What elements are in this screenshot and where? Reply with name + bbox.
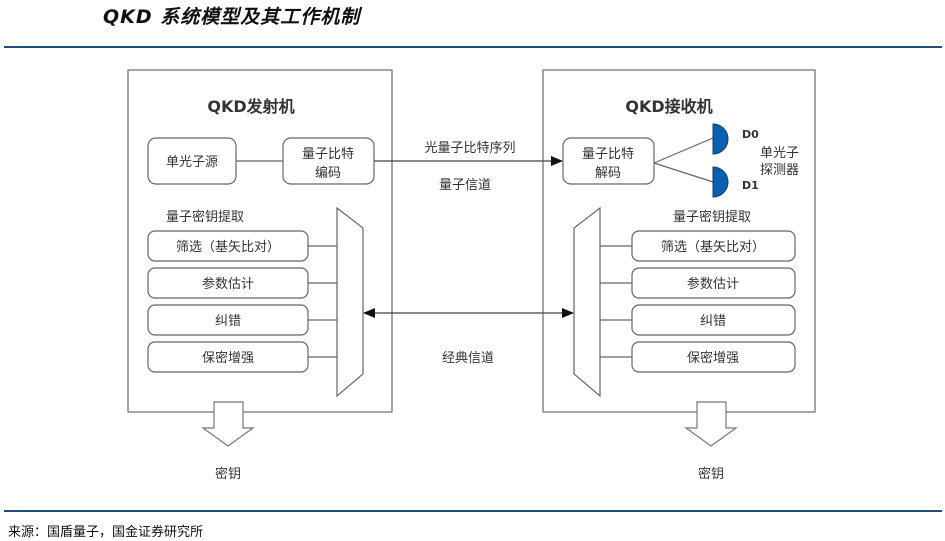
detector-label-line1: 单光子 bbox=[760, 146, 799, 161]
rx-step-label: 纠错 bbox=[700, 314, 726, 329]
figure-title: QKD 系统模型及其工作机制 bbox=[103, 6, 361, 28]
tx-step-label: 纠错 bbox=[215, 314, 241, 329]
source-note: 来源：国盾量子，国金证券研究所 bbox=[8, 525, 204, 540]
receiver-unit: QKD接收机 量子比特 解码 D0 D1 单光子 探测器 量子密钥提取 筛选（基… bbox=[542, 69, 816, 482]
qubit-encoder-label-line2: 编码 bbox=[315, 166, 341, 181]
tx-step: 保密增强 bbox=[147, 341, 337, 373]
rx-step-box bbox=[631, 341, 796, 373]
detector-d1-icon bbox=[712, 166, 729, 198]
rx-step-label: 保密增强 bbox=[687, 350, 739, 366]
rx-step: 筛选（基矢比对） bbox=[600, 230, 796, 262]
tx-step-label: 保密增强 bbox=[202, 350, 254, 366]
qubit-decoder-box bbox=[562, 137, 655, 185]
tx-extraction-label: 量子密钥提取 bbox=[166, 209, 244, 225]
detector-d1-label: D1 bbox=[742, 179, 759, 192]
rx-step-box bbox=[631, 304, 796, 336]
rx-step: 参数估计 bbox=[600, 267, 796, 299]
tx-step-label: 参数估计 bbox=[202, 276, 254, 292]
quantum-channel: 光量子比特序列 量子信道 bbox=[374, 141, 563, 193]
transmitter-title: QKD发射机 bbox=[207, 97, 294, 116]
transmitter-unit: QKD发射机 单光子源 量子比特 编码 量子密钥提取 筛选（基矢比对） 参数估计… bbox=[127, 69, 393, 482]
tx-step-label: 筛选（基矢比对） bbox=[176, 240, 280, 255]
detector-d0-label: D0 bbox=[742, 128, 759, 141]
decoder-to-d0-line bbox=[653, 137, 714, 164]
detector-label-line2: 探测器 bbox=[760, 163, 799, 178]
rx-step-label: 参数估计 bbox=[687, 276, 739, 292]
qubit-decoder-label-line2: 解码 bbox=[595, 166, 621, 181]
tx-key-label: 密钥 bbox=[215, 466, 241, 482]
rx-key-output-arrow-icon bbox=[684, 401, 738, 447]
rx-step: 纠错 bbox=[600, 304, 796, 336]
decoder-to-d1-line bbox=[653, 162, 714, 183]
rx-key-label: 密钥 bbox=[698, 466, 724, 482]
tx-key-output-arrow-icon bbox=[201, 401, 255, 447]
single-photon-source-label: 单光子源 bbox=[166, 155, 218, 170]
tx-step: 纠错 bbox=[147, 304, 337, 336]
tx-multiplexer bbox=[336, 206, 364, 398]
bottom-divider bbox=[4, 510, 942, 512]
rx-extraction-label: 量子密钥提取 bbox=[673, 209, 751, 225]
qubit-decoder-label-line1: 量子比特 bbox=[582, 147, 634, 162]
quantum-signal-label: 光量子比特序列 bbox=[424, 141, 515, 156]
rx-step-box bbox=[631, 230, 796, 262]
receiver-title: QKD接收机 bbox=[625, 97, 712, 116]
top-divider bbox=[4, 46, 942, 48]
rx-multiplexer bbox=[573, 206, 601, 398]
tx-step: 筛选（基矢比对） bbox=[147, 230, 337, 262]
classical-channel-label: 经典信道 bbox=[442, 351, 494, 366]
detector-d0-icon bbox=[712, 123, 729, 155]
rx-step: 保密增强 bbox=[600, 341, 796, 373]
rx-step-box bbox=[631, 267, 796, 299]
classical-channel: 经典信道 bbox=[363, 308, 574, 366]
qubit-encoder-label-line1: 量子比特 bbox=[302, 147, 354, 162]
tx-step: 参数估计 bbox=[147, 267, 337, 299]
quantum-channel-label: 量子信道 bbox=[439, 178, 491, 193]
rx-step-label: 筛选（基矢比对） bbox=[661, 240, 765, 255]
